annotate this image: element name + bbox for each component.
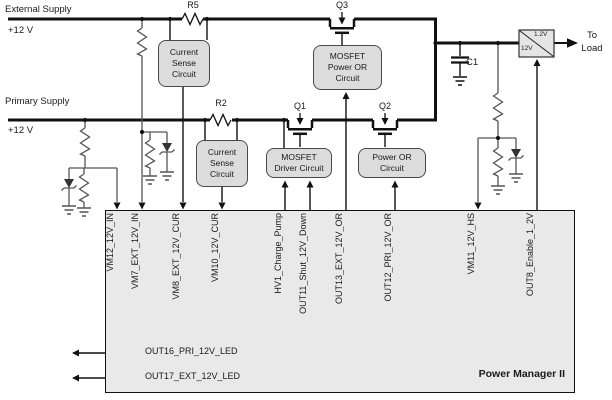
block-line: Circuit xyxy=(209,169,235,180)
to-load-label-line1: To xyxy=(586,30,598,41)
pin-label-hv1-charge-pump: HV1_Charge_Pump xyxy=(273,213,283,294)
output-monitor-divider xyxy=(477,43,525,202)
block-line: Circuit xyxy=(379,163,405,173)
q3-mosfet xyxy=(328,12,356,48)
pin-wires xyxy=(79,66,538,379)
block-line: Current xyxy=(207,146,237,157)
external-supply-label: External Supply xyxy=(5,4,72,15)
pri-monitor-divider xyxy=(60,120,118,217)
block-line: Sense xyxy=(209,157,235,168)
led-output-out16: OUT16_PRI_12V_LED xyxy=(145,346,238,356)
block-line: MOSFET xyxy=(329,50,366,61)
pin-label-vm11-12v-hs: VM11_12V_HS xyxy=(466,213,476,275)
c1-capacitor xyxy=(451,43,469,86)
q2-mosfet xyxy=(371,113,399,149)
pin-label-vm12-12v-in: VM12_12V_IN xyxy=(105,213,115,272)
current-sense-circuit-ext: Current Sense Circuit xyxy=(158,40,210,87)
r2-resistor xyxy=(209,113,232,127)
pin-label-vm10-12v-cur: VM10_12V_CUR xyxy=(210,213,220,283)
q1-label: Q1 xyxy=(293,101,306,111)
mosfet-driver-circuit: MOSFET Driver Circuit xyxy=(266,148,332,178)
ext-monitor-divider xyxy=(136,19,176,202)
block-line: MOSFET xyxy=(281,151,317,162)
q3-label: Q3 xyxy=(335,0,348,10)
c1-label: C1 xyxy=(466,57,479,68)
pin-label-vm7-ext-12v-in: VM7_EXT_12V_IN xyxy=(130,213,140,290)
external-supply-voltage: +12 V xyxy=(8,25,34,36)
power-manager-box xyxy=(105,210,575,393)
current-sense-ext-taps xyxy=(169,19,208,40)
mosfet-power-or-circuit: MOSFET Power OR Circuit xyxy=(313,45,382,90)
r2-label: R2 xyxy=(215,98,227,108)
led-output-out17: OUT17_EXT_12V_LED xyxy=(145,371,241,381)
pin-label-out8-enable-1-2v: OUT8_Enable_1_2V xyxy=(525,213,535,297)
pin-label-out11-shut-12v-down: OUT11_Shut_12V_Down xyxy=(298,213,308,314)
current-sense-circuit-pri: Current Sense Circuit xyxy=(196,140,248,187)
block-line: Power OR xyxy=(372,151,412,162)
current-sense-pri-taps xyxy=(204,120,238,140)
dcdc-converter-symbol xyxy=(518,29,555,58)
pin-label-out13-ext-12v-or: OUT13_EXT_12V_OR xyxy=(334,213,344,305)
block-line: Circuit xyxy=(335,73,360,84)
power-or-circuit: Power OR Circuit xyxy=(358,148,426,178)
block-line: Sense xyxy=(171,57,197,68)
to-load-label-line2: Load xyxy=(581,43,603,54)
q2-label: Q2 xyxy=(378,101,391,111)
power-manager-title: Power Manager II xyxy=(478,368,565,380)
block-line: Current xyxy=(169,46,199,57)
r5-resistor xyxy=(181,12,204,26)
block-line: Circuit xyxy=(171,69,197,80)
primary-supply-voltage: +12 V xyxy=(8,125,34,136)
q1-mosfet xyxy=(286,113,314,149)
pin-label-vm8-ext-12v-cur: VM8_EXT_12V_CUR xyxy=(171,213,181,300)
dcdc-input-voltage-label: 12V xyxy=(521,45,533,52)
pin-label-out12-pri-12v-or: OUT12_PRI_12V_OR xyxy=(383,213,393,302)
dcdc-output-voltage-label: 1.2V xyxy=(534,31,548,38)
block-line: Power OR xyxy=(327,61,368,72)
primary-supply-label: Primary Supply xyxy=(5,96,70,107)
block-line: Driver Circuit xyxy=(274,163,324,173)
r5-label: R5 xyxy=(187,0,199,10)
external-supply-bus xyxy=(8,17,437,121)
junction-dots xyxy=(82,16,501,141)
